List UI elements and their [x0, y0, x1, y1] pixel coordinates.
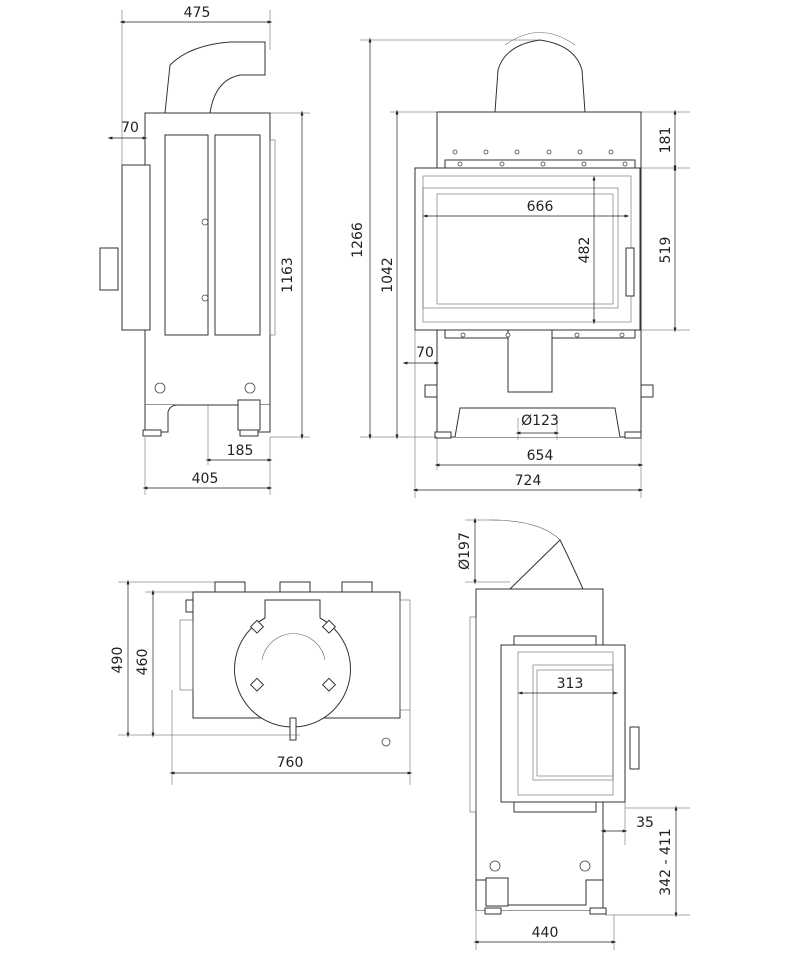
top-view: 490 460 760 [110, 579, 413, 785]
dim-654: 654 [527, 448, 554, 464]
door [414, 167, 641, 331]
dim-482: 482 [577, 237, 593, 264]
dim-490: 490 [110, 647, 126, 674]
handle [99, 247, 119, 291]
side-view-left: 475 70 1163 185 405 [99, 5, 310, 495]
dim-181: 181 [658, 127, 674, 154]
door-side [121, 164, 151, 331]
convection-panel [214, 134, 261, 336]
dim-475: 475 [184, 5, 211, 21]
dim-185: 185 [227, 443, 254, 459]
handle [629, 726, 640, 770]
flue-elbow [508, 539, 584, 590]
dim-1042: 1042 [380, 257, 396, 293]
front-view: 1266 1042 181 519 666 482 70 Ø123 654 72… [350, 32, 690, 498]
dim-724: 724 [515, 473, 542, 489]
dim-313: 313 [557, 676, 584, 692]
flue-dome [494, 39, 586, 113]
dim-70-front: 70 [416, 345, 434, 361]
dim-666: 666 [527, 199, 554, 215]
dim-d123: Ø123 [521, 413, 559, 429]
dim-760: 760 [277, 755, 304, 771]
handle [625, 247, 635, 297]
air-duct [507, 329, 553, 393]
dim-342-411: 342 - 411 [658, 828, 674, 895]
dim-d197: Ø197 [457, 532, 473, 570]
door [500, 644, 626, 803]
dim-1266: 1266 [350, 222, 366, 258]
dim-460: 460 [135, 649, 151, 676]
side-view-right: Ø197 313 35 342 - 411 440 [457, 517, 690, 950]
dim-70: 70 [121, 120, 139, 136]
dim-35: 35 [636, 815, 654, 831]
flue-elbow [164, 41, 266, 114]
convection-panel [164, 134, 209, 336]
dim-440: 440 [532, 925, 559, 941]
dim-405: 405 [192, 471, 219, 487]
dim-1163: 1163 [280, 257, 296, 293]
dim-519: 519 [658, 237, 674, 264]
